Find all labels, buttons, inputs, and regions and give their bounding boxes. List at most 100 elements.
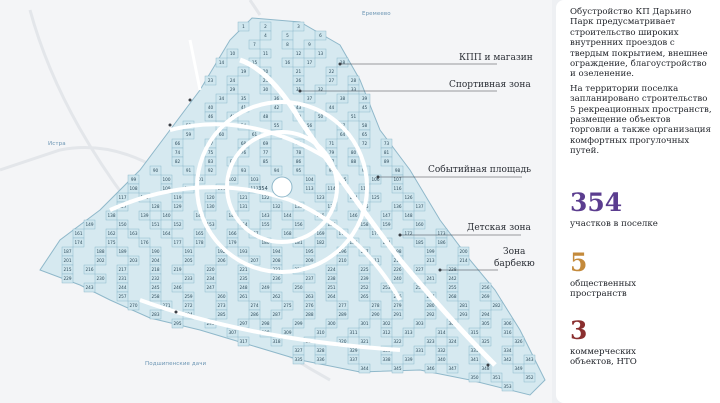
plot[interactable]: 162 <box>105 228 118 239</box>
plot[interactable]: 331 <box>413 345 426 356</box>
plot[interactable]: 144 <box>281 210 294 221</box>
plot[interactable]: 22 <box>325 66 338 77</box>
plot[interactable]: 282 <box>490 300 503 311</box>
plot[interactable]: 298 <box>259 318 272 329</box>
plot[interactable]: 250 <box>292 282 305 293</box>
plot[interactable]: 215 <box>61 264 74 275</box>
plot[interactable]: 1 <box>237 21 250 32</box>
plot[interactable]: 21 <box>292 66 305 77</box>
plot[interactable]: 352 <box>523 372 536 383</box>
plot[interactable]: 147 <box>380 210 393 221</box>
plot[interactable]: 85 <box>259 156 272 167</box>
plot[interactable]: 293 <box>457 309 470 320</box>
plot[interactable]: 335 <box>292 354 305 365</box>
plot[interactable]: 39 <box>358 93 371 104</box>
plot[interactable]: 143 <box>259 210 272 221</box>
plot[interactable]: 203 <box>127 255 140 266</box>
plot[interactable]: 256 <box>479 282 492 293</box>
plot[interactable]: 269 <box>479 291 492 302</box>
plot[interactable]: 187 <box>61 246 74 257</box>
plot[interactable]: 315 <box>468 327 481 338</box>
plot[interactable]: 347 <box>446 363 459 374</box>
plot[interactable]: 78 <box>292 147 305 158</box>
plot[interactable]: 339 <box>402 354 415 365</box>
plot[interactable]: 227 <box>413 264 426 275</box>
plot[interactable]: 186 <box>435 237 448 248</box>
plot[interactable]: 130 <box>204 201 217 212</box>
plot[interactable]: 255 <box>446 282 459 293</box>
plot[interactable]: 24 <box>226 75 239 86</box>
plot[interactable]: 346 <box>424 363 437 374</box>
plot[interactable]: 220 <box>204 264 217 275</box>
plot[interactable]: 139 <box>138 210 151 221</box>
plot[interactable]: 103 <box>248 174 261 185</box>
plot[interactable]: 325 <box>479 336 492 347</box>
plot[interactable]: 33 <box>347 84 360 95</box>
plot[interactable]: 91 <box>182 165 195 176</box>
plot[interactable]: 265 <box>358 291 371 302</box>
plot[interactable]: 129 <box>171 201 184 212</box>
plot[interactable]: 231 <box>116 273 129 284</box>
plot[interactable]: 151 <box>149 219 162 230</box>
plot[interactable]: 10 <box>226 48 239 59</box>
plot[interactable]: 213 <box>424 255 437 266</box>
plot[interactable]: 206 <box>215 255 228 266</box>
plot[interactable]: 263 <box>303 291 316 302</box>
plot[interactable]: 55 <box>270 120 283 131</box>
plot[interactable]: 294 <box>479 309 492 320</box>
plot[interactable]: 337 <box>347 354 360 365</box>
plot[interactable]: 81 <box>380 147 393 158</box>
plot[interactable]: 312 <box>380 327 393 338</box>
plot[interactable]: 23 <box>204 75 217 86</box>
plot[interactable]: 324 <box>446 336 459 347</box>
plot[interactable]: 8 <box>281 39 294 50</box>
plot[interactable]: 77 <box>259 147 272 158</box>
plot[interactable]: 119 <box>171 192 184 203</box>
plot[interactable]: 51 <box>347 111 360 122</box>
plot[interactable]: 185 <box>413 237 426 248</box>
plot[interactable]: 317 <box>237 336 250 347</box>
plot[interactable]: 98 <box>391 165 404 176</box>
plot[interactable]: 262 <box>270 291 283 302</box>
plot[interactable]: 326 <box>512 336 525 347</box>
plot[interactable]: 189 <box>116 246 129 257</box>
plot[interactable]: 115 <box>358 183 371 194</box>
plot[interactable]: 244 <box>116 282 129 293</box>
plot[interactable]: 241 <box>424 273 437 284</box>
plot[interactable]: 100 <box>160 174 173 185</box>
plot[interactable]: 287 <box>270 309 283 320</box>
plot[interactable]: 259 <box>182 291 195 302</box>
plot[interactable]: 334 <box>501 345 514 356</box>
plot[interactable]: 168 <box>281 228 294 239</box>
plot[interactable]: 138 <box>105 210 118 221</box>
plot[interactable]: 59 <box>182 129 195 140</box>
plot[interactable]: 74 <box>171 147 184 158</box>
plot[interactable]: 301 <box>358 318 371 329</box>
plot[interactable]: 163 <box>127 228 140 239</box>
plot[interactable]: 99 <box>127 174 140 185</box>
plot[interactable]: 236 <box>270 273 283 284</box>
plot[interactable]: 281 <box>457 300 470 311</box>
plot[interactable]: 16 <box>281 57 294 68</box>
plot[interactable]: 323 <box>424 336 437 347</box>
plot[interactable]: 316 <box>501 327 514 338</box>
plot[interactable]: 106 <box>369 174 382 185</box>
plot[interactable]: 218 <box>149 264 162 275</box>
plot[interactable]: 321 <box>358 336 371 347</box>
plot[interactable]: 26 <box>292 75 305 86</box>
plot[interactable]: 322 <box>391 336 404 347</box>
plot[interactable]: 247 <box>204 282 217 293</box>
plot[interactable]: 240 <box>391 273 404 284</box>
plot[interactable]: 274 <box>248 300 261 311</box>
plot[interactable]: 299 <box>292 318 305 329</box>
plot[interactable]: 160 <box>413 219 426 230</box>
plot[interactable]: 4 <box>259 30 272 41</box>
plot[interactable]: 199 <box>424 246 437 257</box>
plot[interactable]: 258 <box>149 291 162 302</box>
plot[interactable]: 48 <box>259 111 272 122</box>
plot[interactable]: 11 <box>259 48 272 59</box>
plot[interactable]: 226 <box>391 264 404 275</box>
plot[interactable]: 207 <box>248 255 261 266</box>
plot[interactable]: 216 <box>83 264 96 275</box>
plot[interactable]: 314 <box>435 327 448 338</box>
